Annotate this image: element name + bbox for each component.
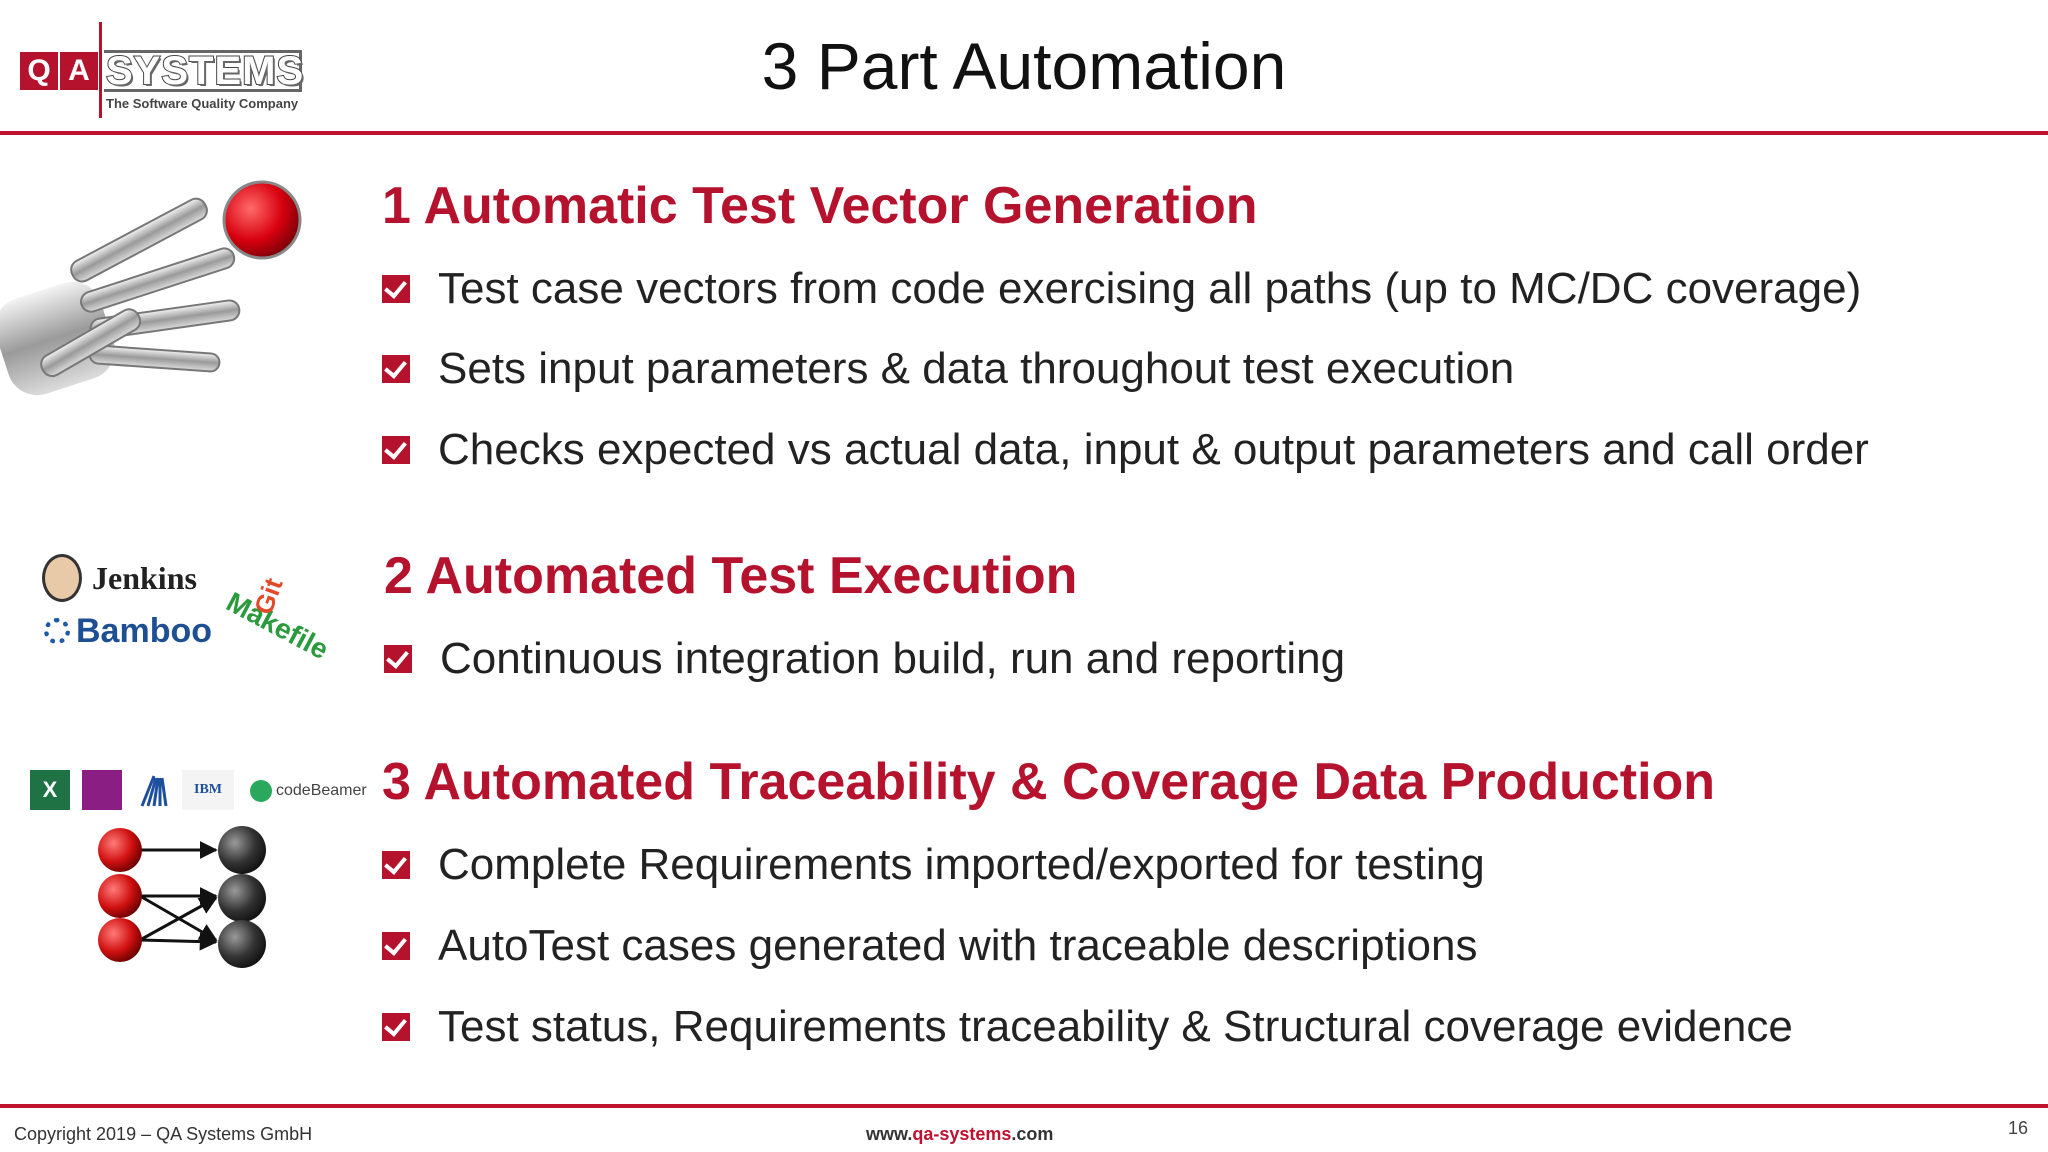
checkbox-icon xyxy=(382,1013,410,1041)
logo-wordmark: SYSTEMS xyxy=(105,48,305,94)
bullet-text: Sets input parameters & data throughout … xyxy=(438,344,1515,393)
url-suffix: .com xyxy=(1011,1124,1054,1144)
section-3-bullet-1: Complete Requirements imported/exported … xyxy=(382,840,1485,890)
section-3-bullet-3: Test status, Requirements traceability &… xyxy=(382,1002,1793,1052)
checkbox-icon xyxy=(382,436,410,464)
section-1-bullet-2: Sets input parameters & data throughout … xyxy=(382,344,1514,394)
logo-divider xyxy=(99,22,102,118)
bullet-text: Checks expected vs actual data, input & … xyxy=(438,425,1869,474)
section-1-bullet-3: Checks expected vs actual data, input & … xyxy=(382,425,1869,475)
section-1-bullet-1: Test case vectors from code exercising a… xyxy=(382,264,1861,314)
bullet-text: Test case vectors from code exercising a… xyxy=(438,264,1862,313)
checkbox-icon xyxy=(382,851,410,879)
bullet-text: AutoTest cases generated with traceable … xyxy=(438,921,1478,970)
robot-hand-image xyxy=(0,180,302,396)
codebeamer-logo-text: codeBeamer xyxy=(276,782,367,799)
bamboo-logo-text: Bamboo xyxy=(76,612,212,650)
checkbox-icon xyxy=(382,275,410,303)
excel-icon: X xyxy=(30,770,70,810)
bullet-text: Continuous integration build, run and re… xyxy=(440,634,1346,683)
logo-frame xyxy=(104,50,302,92)
jenkins-logo-text: Jenkins xyxy=(92,560,197,596)
section-1-heading: 1 Automatic Test Vector Generation xyxy=(382,177,1258,235)
slide-title: 3 Part Automation xyxy=(761,29,1287,103)
jenkins-butler-icon xyxy=(42,554,82,602)
checkbox-icon xyxy=(384,645,412,673)
section-3-bullet-2: AutoTest cases generated with traceable … xyxy=(382,921,1477,971)
traceability-tool-logos: X IBM codeBeamer xyxy=(30,766,370,816)
bamboo-icon xyxy=(44,618,70,644)
ci-tool-logos: Jenkins Bamboo Makefile Git xyxy=(36,546,356,666)
qa-systems-logo: Q A SYSTEMS The Software Quality Company xyxy=(20,22,304,122)
header-divider xyxy=(0,131,2048,135)
polarion-icon xyxy=(134,770,174,810)
section-2-bullet-1: Continuous integration build, run and re… xyxy=(384,634,1345,684)
bullet-text: Complete Requirements imported/exported … xyxy=(438,840,1485,889)
codebeamer-icon xyxy=(250,780,272,802)
page-number: 16 xyxy=(2008,1118,2029,1138)
footer-website-link[interactable]: www.qa-systems.com xyxy=(866,1124,1053,1145)
footer-divider xyxy=(0,1104,2048,1108)
logo-letter-q: Q xyxy=(20,52,58,90)
codebeamer-logo: codeBeamer xyxy=(250,778,370,804)
logo-letter-a: A xyxy=(60,52,98,90)
url-prefix: www. xyxy=(866,1124,913,1144)
section-2-heading: 2 Automated Test Execution xyxy=(384,547,1078,605)
logo-tagline: The Software Quality Company xyxy=(106,96,299,111)
url-brand: qa-systems xyxy=(912,1124,1012,1144)
checkbox-icon xyxy=(382,355,410,383)
footer-copyright: Copyright 2019 – QA Systems GmbH xyxy=(14,1124,313,1144)
ptc-integrity-icon xyxy=(82,770,122,810)
bullet-text: Test status, Requirements traceability &… xyxy=(438,1002,1793,1051)
logo-qa-mark: Q A xyxy=(20,52,100,90)
checkbox-icon xyxy=(382,932,410,960)
ibm-icon: IBM xyxy=(182,770,234,810)
section-3-heading: 3 Automated Traceability & Coverage Data… xyxy=(382,753,1716,811)
traceability-diagram-image xyxy=(98,826,266,968)
